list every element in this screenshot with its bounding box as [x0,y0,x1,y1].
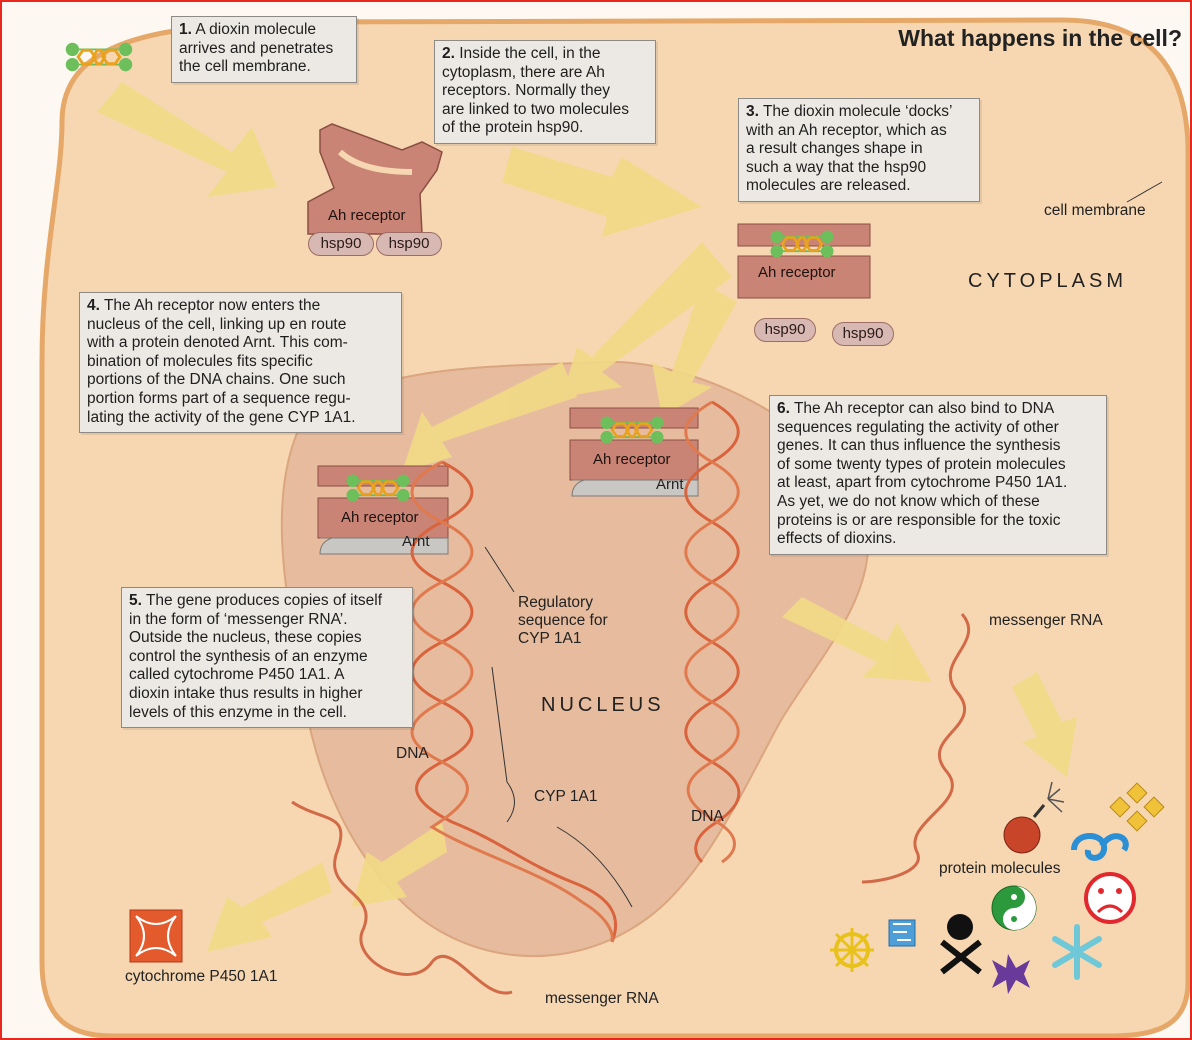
regulatory-sequence-label: Regulatory sequence for CYP 1A1 [518,594,608,648]
step-5-box: 5. The gene produces copies of itself in… [121,587,413,728]
page-title: What happens in the cell? [898,25,1182,52]
hsp90-pill: hsp90 [754,318,816,342]
hsp90-pill: hsp90 [376,232,442,256]
ah-receptor-label: Ah receptor [593,451,671,468]
ah-receptor-label: Ah receptor [758,264,836,281]
hsp90-pill: hsp90 [832,322,894,346]
ah-receptor-label: Ah receptor [328,207,406,224]
arnt-label: Arnt [402,533,430,550]
protein-molecules-label: protein molecules [939,860,1060,878]
cyp-1a1-label: CYP 1A1 [534,788,597,806]
hsp90-pill: hsp90 [308,232,374,256]
step-4-box: 4. The Ah receptor now enters the nucleu… [79,292,402,433]
ah-receptor-step3 [738,224,870,298]
cytochrome-enzyme-icon [130,910,182,962]
nucleus-label: NUCLEUS [541,696,665,714]
dna-label: DNA [396,745,429,763]
step-3-box: 3. The dioxin molecule ‘docks’ with an A… [738,98,980,202]
cell-membrane-label: cell membrane [1044,202,1146,220]
arnt-label: Arnt [656,476,684,493]
cytoplasm-label: CYTOPLASM [968,272,1127,290]
cytochrome-label: cytochrome P450 1A1 [125,968,278,986]
step-1-box: 1. A dioxin molecule arrives and penetra… [171,16,357,83]
step-2-box: 2. Inside the cell, in the cytoplasm, th… [434,40,656,144]
messenger-rna-label: messenger RNA [545,990,659,1008]
dna-label: DNA [691,808,724,826]
messenger-rna-label: messenger RNA [989,612,1103,630]
ah-receptor-label: Ah receptor [341,509,419,526]
step-6-box: 6. The Ah receptor can also bind to DNA … [769,395,1107,555]
